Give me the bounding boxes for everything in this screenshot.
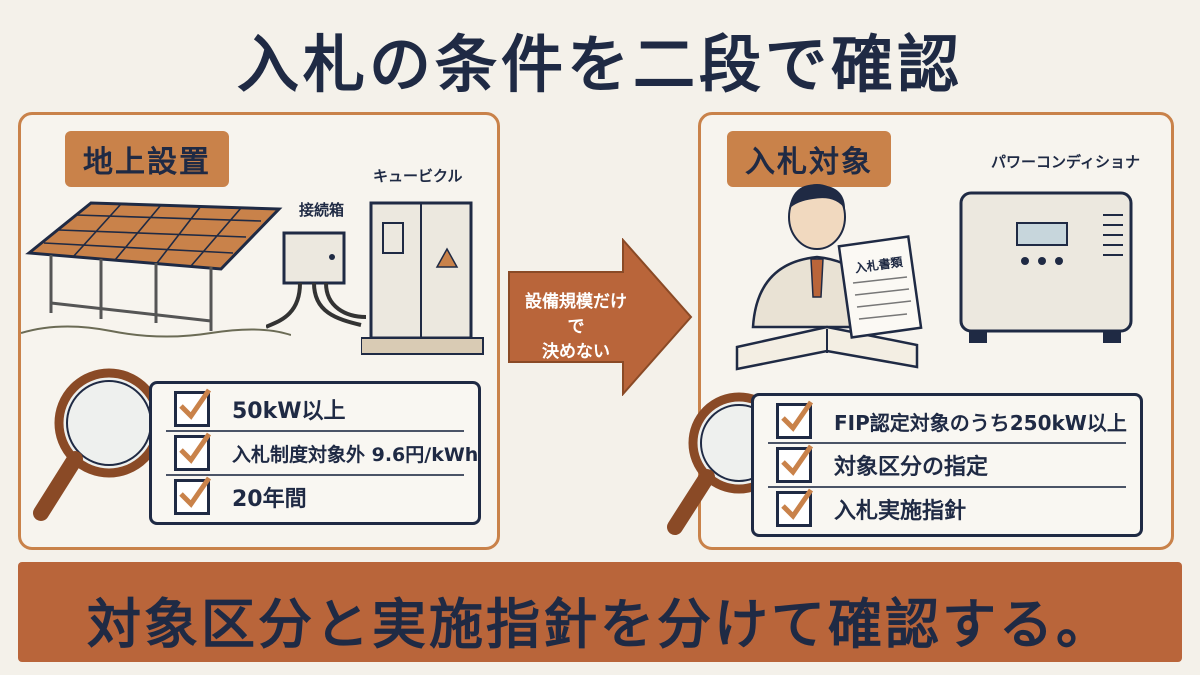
auction-target-panel: 入札対象 パワーコンディショナ 入札書類 FIP認定対象のうち250kW以上 <box>667 112 1174 550</box>
checked-box-icon[interactable] <box>174 476 212 515</box>
cubicle-illustration <box>361 201 484 355</box>
power-conditioner-illustration <box>959 191 1133 343</box>
checklist-item[interactable]: 入札実施指針 <box>754 487 1140 531</box>
checked-box-icon[interactable] <box>776 400 814 439</box>
checklist-item[interactable]: 50kW以上 <box>152 387 478 431</box>
checked-box-icon[interactable] <box>174 432 212 471</box>
ground-mount-panel: 地上設置 接続箱 キュービクル 50kW以上 <box>18 112 500 550</box>
checklist-item-label: 入札実施指針 <box>834 499 967 524</box>
checked-box-icon[interactable] <box>776 444 814 483</box>
ground-mount-tag: 地上設置 <box>65 131 229 187</box>
checklist-item[interactable]: 対象区分の指定 <box>754 443 1140 487</box>
checklist-item-label: FIP認定対象のうち250kW以上 <box>834 410 1127 435</box>
checklist-item-label: 50kW以上 <box>232 399 346 424</box>
arrow-text-line1: 設備規模だけで <box>525 292 627 337</box>
checklist-item-label: 20年間 <box>232 487 307 512</box>
page-title: 入札の条件を二段で確認 <box>236 28 963 101</box>
ground-mount-checklist: 50kW以上 入札制度対象外 9.6円/kWh 20年間 <box>149 381 481 525</box>
checklist-item[interactable]: 20年間 <box>152 475 478 519</box>
junction-box-label: 接続箱 <box>299 201 345 219</box>
arrow-shape <box>508 237 693 397</box>
center-arrow: 設備規模だけで 決めない <box>505 237 693 397</box>
auction-target-tag: 入札対象 <box>727 131 891 187</box>
person-reading-illustration: 入札書類 <box>735 184 923 371</box>
power-conditioner-label: パワーコンディショナ <box>991 153 1140 171</box>
arrow-text: 設備規模だけで 決めない <box>521 290 631 365</box>
cubicle-label: キュービクル <box>373 167 463 185</box>
checklist-item-label: 対象区分の指定 <box>834 455 989 480</box>
checklist-item[interactable]: FIP認定対象のうち250kW以上 <box>754 399 1140 443</box>
solar-panel-illustration <box>21 201 291 338</box>
checked-box-icon[interactable] <box>776 488 814 527</box>
document-label: 入札書類 <box>854 254 905 276</box>
checklist-item[interactable]: 入札制度対象外 9.6円/kWh <box>152 431 478 475</box>
auction-target-checklist: FIP認定対象のうち250kW以上 対象区分の指定 入札実施指針 <box>751 393 1143 537</box>
magnifier-icon <box>33 368 164 521</box>
summary-banner: 対象区分と実施指針を分けて確認する。 <box>18 562 1182 662</box>
checklist-item-label: 入札制度対象外 9.6円/kWh <box>232 443 479 466</box>
arrow-text-line2: 決めない <box>542 342 610 362</box>
checked-box-icon[interactable] <box>174 388 212 427</box>
junction-box-illustration <box>266 231 366 329</box>
summary-banner-text: 対象区分と実施指針を分けて確認する。 <box>87 593 1113 656</box>
